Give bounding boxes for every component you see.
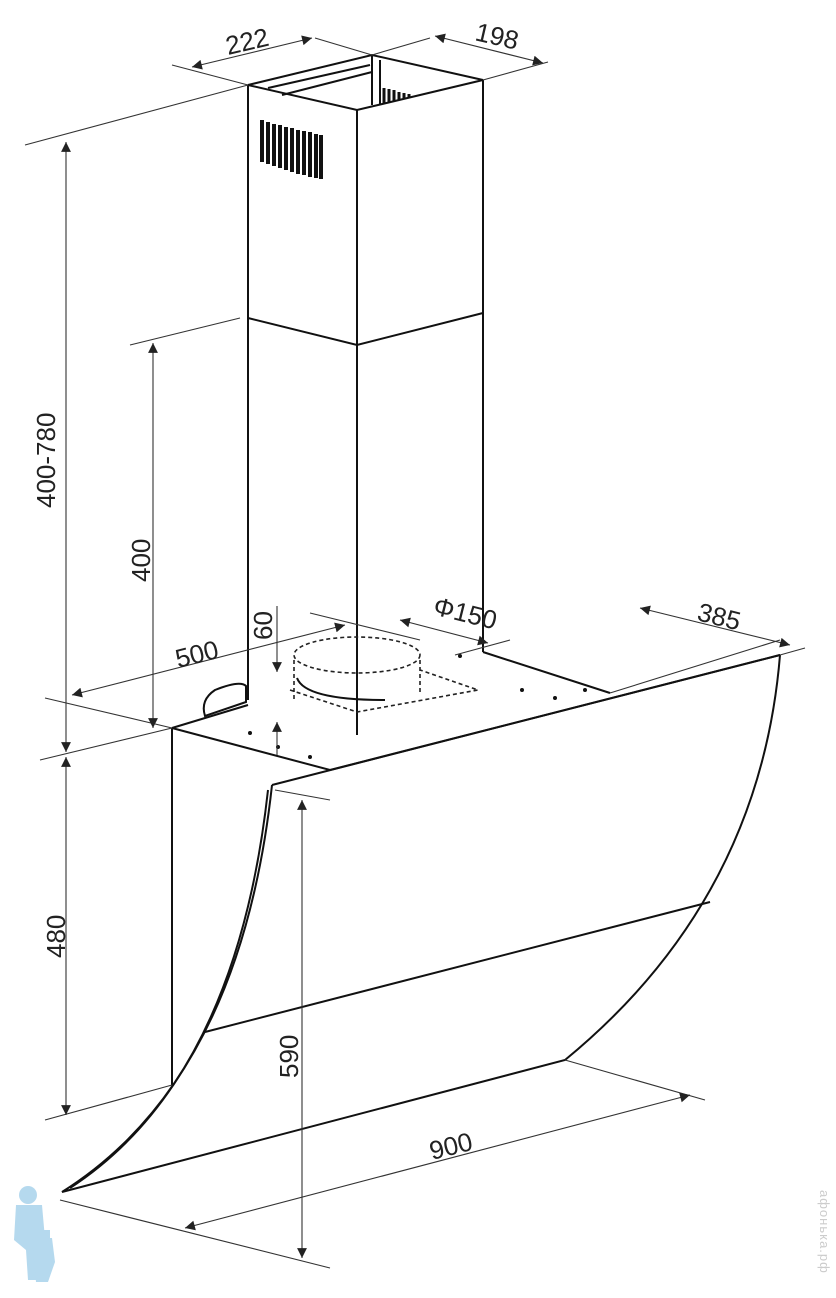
dimension-lines [61, 33, 791, 1259]
extension-lines [24, 37, 806, 1269]
dim-duct-diameter: Φ150 [431, 591, 500, 636]
dim-385: 385 [695, 597, 744, 637]
dim-900: 900 [426, 1126, 475, 1166]
dim-590: 590 [274, 1035, 304, 1078]
dim-222: 222 [223, 22, 272, 61]
dim-198: 198 [473, 17, 522, 56]
dim-500: 500 [172, 634, 221, 674]
dim-60: 60 [248, 611, 278, 640]
glass-panel [61, 654, 781, 1193]
dim-480: 480 [41, 915, 71, 958]
plumber-logo-icon [14, 1186, 55, 1282]
watermark: афонька.рф [817, 1190, 832, 1274]
chimney [247, 53, 484, 735]
dim-400: 400 [126, 539, 156, 582]
vent-slots-icon [260, 88, 411, 179]
dim-400-780: 400-780 [31, 413, 61, 508]
screw-holes [248, 654, 587, 759]
